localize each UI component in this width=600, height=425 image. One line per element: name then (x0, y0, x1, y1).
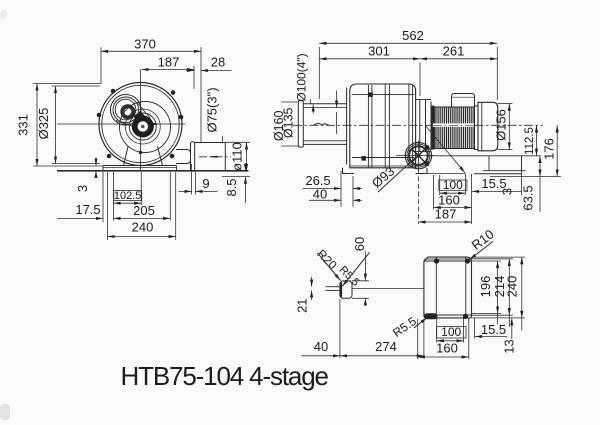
svg-text:Ø156: Ø156 (494, 109, 509, 141)
svg-text:13: 13 (502, 339, 517, 353)
svg-text:261: 261 (443, 44, 465, 59)
svg-text:100: 100 (443, 178, 463, 192)
svg-text:187: 187 (435, 207, 457, 222)
svg-text:15.5: 15.5 (481, 176, 506, 191)
svg-text:160: 160 (436, 341, 458, 356)
svg-text:274: 274 (375, 339, 397, 354)
svg-text:102.5: 102.5 (114, 190, 142, 202)
svg-text:HTB75-104 4-stage: HTB75-104 4-stage (121, 361, 329, 391)
svg-text:100: 100 (441, 325, 461, 339)
svg-text:ø110: ø110 (230, 142, 245, 171)
svg-text:26.5: 26.5 (305, 173, 330, 188)
svg-text:562: 562 (402, 28, 424, 43)
svg-text:40: 40 (313, 187, 327, 202)
svg-text:Ø100(4"): Ø100(4") (295, 53, 309, 101)
svg-text:15.5: 15.5 (481, 322, 506, 337)
svg-text:21: 21 (295, 298, 310, 312)
svg-text:3: 3 (75, 185, 90, 192)
svg-text:331: 331 (16, 114, 31, 136)
svg-text:63.5: 63.5 (521, 185, 536, 210)
svg-text:240: 240 (505, 276, 520, 298)
svg-text:9: 9 (202, 176, 209, 191)
svg-text:240: 240 (132, 220, 154, 235)
svg-text:301: 301 (368, 44, 390, 59)
svg-text:60: 60 (352, 237, 367, 251)
svg-text:Ø160: Ø160 (272, 110, 286, 141)
svg-text:160: 160 (438, 193, 460, 208)
svg-text:187: 187 (158, 55, 180, 70)
svg-text:8.5: 8.5 (224, 178, 239, 196)
svg-text:196: 196 (478, 276, 493, 298)
svg-text:214: 214 (492, 276, 507, 298)
svg-text:Ø135: Ø135 (282, 107, 296, 138)
svg-text:40: 40 (314, 339, 328, 354)
svg-text:205: 205 (133, 203, 155, 218)
svg-text:Ø75(3"): Ø75(3") (205, 87, 220, 132)
svg-text:28: 28 (211, 55, 225, 70)
svg-text:Ø325: Ø325 (36, 108, 51, 140)
svg-text:3: 3 (500, 188, 515, 195)
svg-text:17.5: 17.5 (75, 202, 100, 217)
svg-text:370: 370 (134, 37, 156, 52)
svg-text:112.5: 112.5 (524, 127, 536, 155)
svg-text:176: 176 (542, 138, 557, 160)
